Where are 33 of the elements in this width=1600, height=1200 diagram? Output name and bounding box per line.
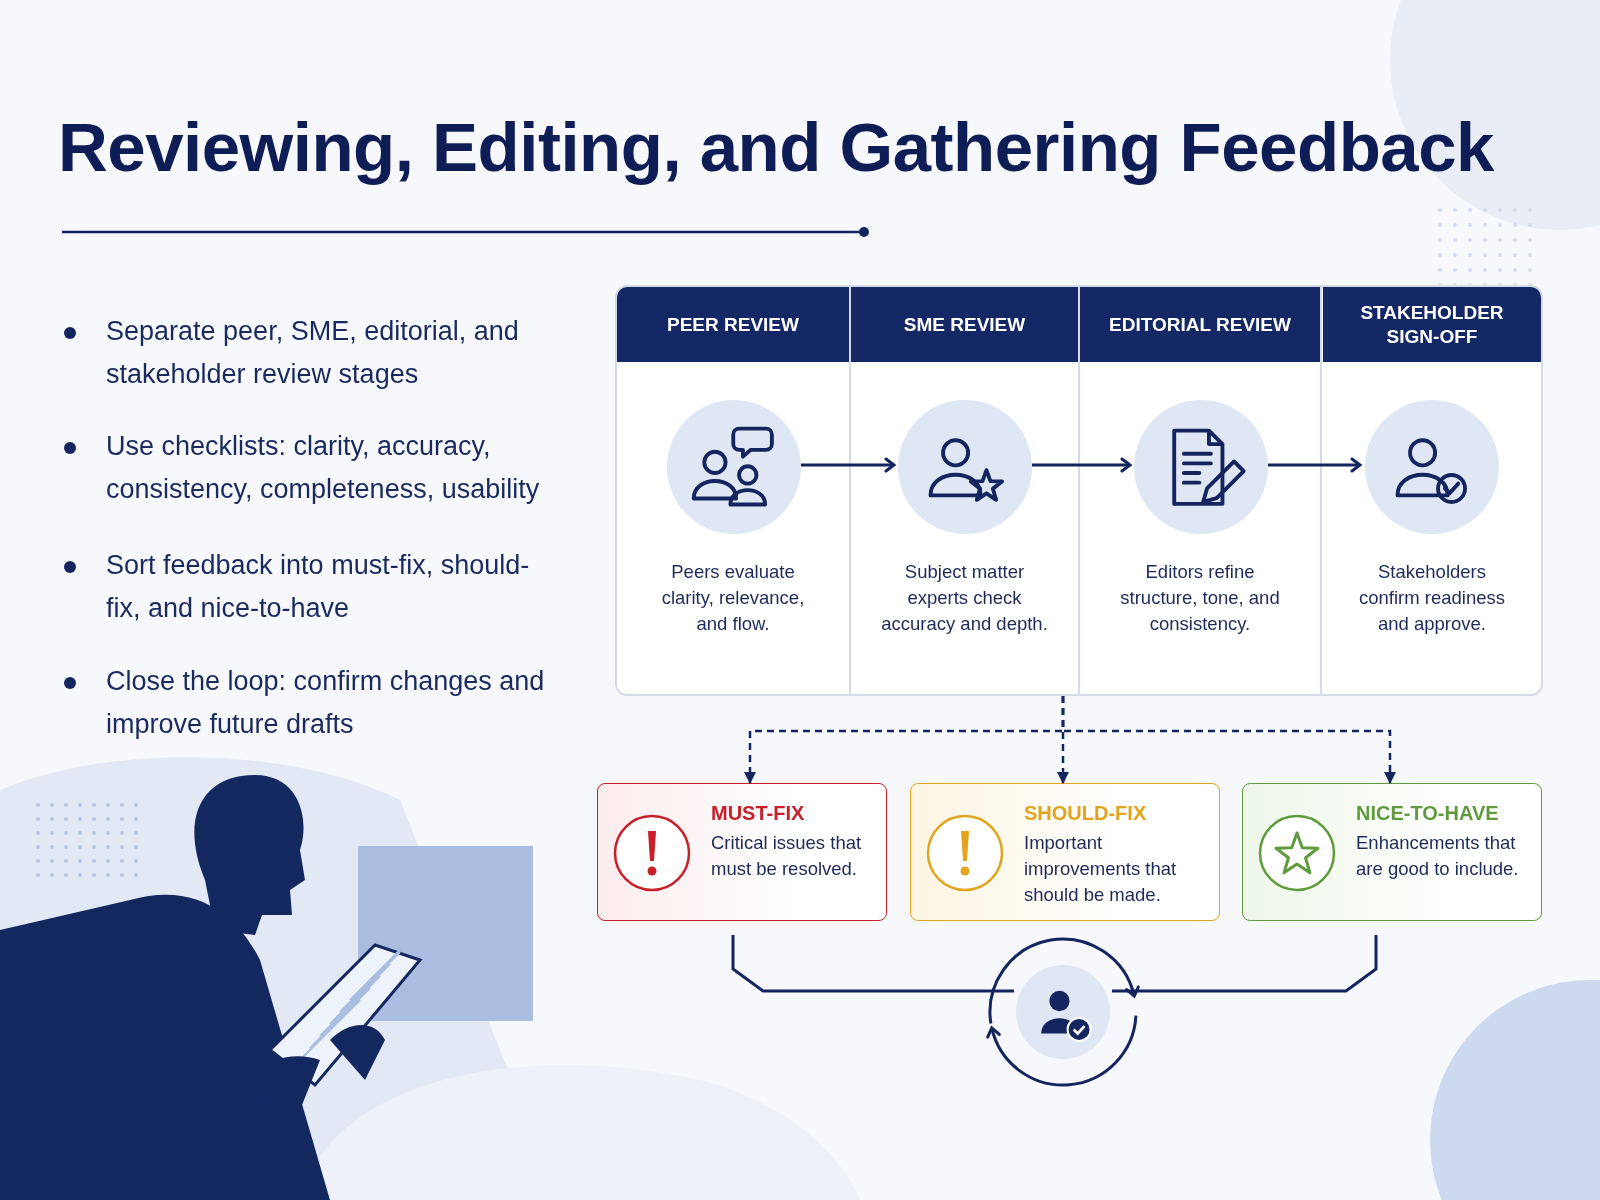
review-stages-panel <box>615 285 1543 696</box>
bullet-text: Separate peer, SME, editorial, and stakeholder review stages <box>106 315 520 391</box>
feedback-card <box>1242 783 1542 921</box>
bullet-text: Use checklists: clarity, accuracy, consistency, completeness, usability <box>106 430 541 506</box>
stage-column <box>1080 287 1322 694</box>
connector-line <box>731 935 1014 993</box>
feedback-title: NICE-TO-HAVE <box>1356 802 1499 825</box>
feedback-title: SHOULD-FIX <box>1024 802 1147 825</box>
connector-line <box>1112 935 1378 993</box>
stage-header: EDITORIAL REVIEW <box>1080 287 1320 362</box>
stage-column <box>617 287 851 694</box>
feedback-description: Critical issues that must be resolved. <box>711 831 863 881</box>
arrow <box>801 457 896 473</box>
arrow <box>1032 457 1132 473</box>
bullet-text: Close the loop: confirm changes and improve future drafts <box>106 665 546 741</box>
stage-header: SME REVIEW <box>851 287 1078 362</box>
feedback-description: Enhancements that are good to include. <box>1356 831 1520 881</box>
stage-column <box>851 287 1080 694</box>
bullet-text: Sort feedback into must-fix, should-fix, and nice-to-have <box>106 549 531 625</box>
dashed-arrow <box>1061 696 1396 784</box>
stage-header: STAKEHOLDER SIGN-OFF <box>1323 287 1541 362</box>
stage-description: Stakeholders confirm readiness and approve. <box>1358 560 1506 636</box>
feedback-description: Important improvements that should be made. <box>1024 831 1178 907</box>
feedback-card <box>597 783 887 921</box>
title: Reviewing, Editing, and Gathering Feedback <box>58 108 1494 187</box>
stage-header: PEER REVIEW <box>617 287 849 362</box>
feedback-card <box>910 783 1220 921</box>
feedback-title: MUST-FIX <box>711 802 805 825</box>
stage-description: Subject matter experts check accuracy and depth. <box>881 560 1048 636</box>
stage-description: Peers evaluate clarity, relevance, and flow. <box>660 560 806 636</box>
arrow <box>1268 457 1362 473</box>
stage-description: Editors refine structure, tone, and consistency. <box>1119 560 1281 636</box>
stage-column <box>1322 287 1541 694</box>
